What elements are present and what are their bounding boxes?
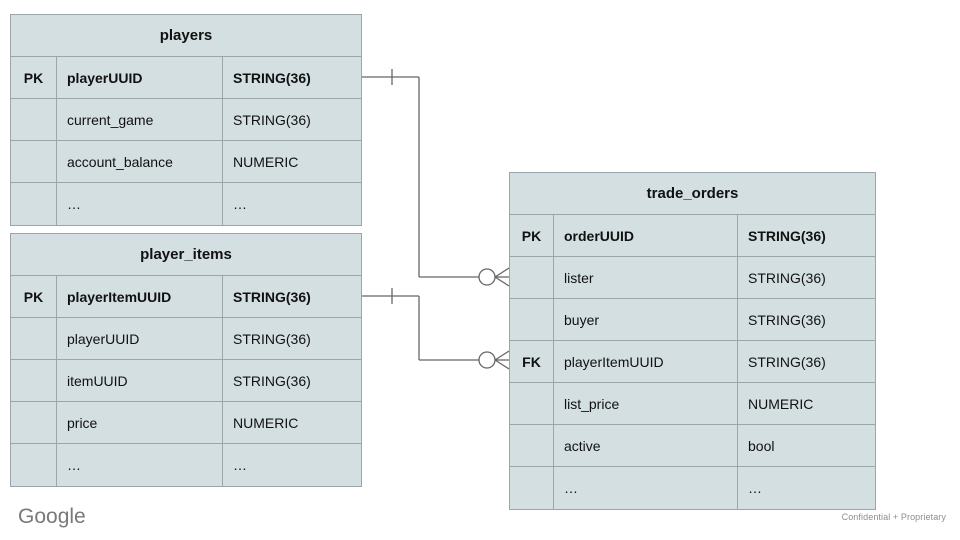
row-field-type: STRING(36) bbox=[233, 372, 311, 389]
row-field-name: … bbox=[554, 467, 738, 509]
table-row[interactable]: buyer STRING(36) bbox=[510, 299, 875, 341]
table-row[interactable]: current_game STRING(36) bbox=[11, 99, 361, 141]
table-row[interactable]: itemUUID STRING(36) bbox=[11, 360, 361, 402]
row-field-name: … bbox=[57, 183, 223, 225]
row-key-badge bbox=[510, 467, 554, 509]
table-row[interactable]: active bool bbox=[510, 425, 875, 467]
table-row[interactable]: PK playerUUID STRING(36) bbox=[11, 57, 361, 99]
table-row[interactable]: lister STRING(36) bbox=[510, 257, 875, 299]
row-field-name: playerItemUUID bbox=[57, 276, 223, 317]
row-field-name: … bbox=[57, 444, 223, 486]
table-row[interactable]: price NUMERIC bbox=[11, 402, 361, 444]
table-row[interactable]: PK orderUUID STRING(36) bbox=[510, 215, 875, 257]
row-field-type: STRING(36) bbox=[748, 311, 826, 328]
table-row[interactable]: FK playerItemUUID STRING(36) bbox=[510, 341, 875, 383]
row-field-name: playerUUID bbox=[57, 57, 223, 98]
relationship-players-to-trade-orders bbox=[362, 69, 510, 287]
row-field-name: buyer bbox=[554, 299, 738, 340]
row-field-name: list_price bbox=[554, 383, 738, 424]
row-field-type: … bbox=[748, 480, 762, 496]
entity-title: players bbox=[11, 15, 361, 57]
row-field-type: STRING(36) bbox=[748, 353, 826, 370]
row-key-badge bbox=[11, 318, 57, 359]
entity-title: player_items bbox=[11, 234, 361, 276]
row-field-name: itemUUID bbox=[57, 360, 223, 401]
row-key-badge bbox=[510, 383, 554, 424]
row-field-name: current_game bbox=[57, 99, 223, 140]
table-row[interactable]: … … bbox=[510, 467, 875, 509]
row-field-name: playerItemUUID bbox=[554, 341, 738, 382]
table-row[interactable]: … … bbox=[11, 183, 361, 225]
row-key-badge bbox=[11, 99, 57, 140]
row-field-type: NUMERIC bbox=[233, 153, 299, 170]
row-key-badge bbox=[11, 141, 57, 182]
entity-title: trade_orders bbox=[510, 173, 875, 215]
row-field-type: STRING(36) bbox=[233, 288, 311, 305]
entity-trade-orders[interactable]: trade_orders PK orderUUID STRING(36) lis… bbox=[509, 172, 876, 510]
table-row[interactable]: playerUUID STRING(36) bbox=[11, 318, 361, 360]
cardinality-many-marker bbox=[494, 359, 510, 370]
row-field-type: STRING(36) bbox=[748, 227, 826, 244]
row-field-type: STRING(36) bbox=[233, 330, 311, 347]
entity-players[interactable]: players PK playerUUID STRING(36) current… bbox=[10, 14, 362, 226]
row-key-badge: PK bbox=[11, 276, 57, 317]
row-key-badge bbox=[510, 257, 554, 298]
cardinality-many-marker bbox=[494, 267, 510, 278]
google-logo: Google bbox=[18, 505, 86, 528]
confidentiality-note: Confidential + Proprietary bbox=[841, 512, 946, 522]
row-field-name: playerUUID bbox=[57, 318, 223, 359]
table-row[interactable]: … … bbox=[11, 444, 361, 486]
row-field-name: orderUUID bbox=[554, 215, 738, 256]
row-key-badge: FK bbox=[510, 341, 554, 382]
row-field-type: STRING(36) bbox=[748, 269, 826, 286]
row-field-name: lister bbox=[554, 257, 738, 298]
row-key-badge bbox=[11, 444, 57, 486]
table-row[interactable]: account_balance NUMERIC bbox=[11, 141, 361, 183]
row-key-badge bbox=[11, 183, 57, 225]
row-field-name: active bbox=[554, 425, 738, 466]
row-field-type: NUMERIC bbox=[233, 414, 299, 431]
row-field-type: NUMERIC bbox=[748, 395, 814, 412]
row-key-badge bbox=[11, 402, 57, 443]
table-row[interactable]: PK playerItemUUID STRING(36) bbox=[11, 276, 361, 318]
row-field-type: … bbox=[233, 196, 247, 212]
entity-player-items[interactable]: player_items PK playerItemUUID STRING(36… bbox=[10, 233, 362, 487]
cardinality-zero-marker bbox=[478, 268, 496, 286]
row-field-name: price bbox=[57, 402, 223, 443]
row-field-type: STRING(36) bbox=[233, 69, 311, 86]
cardinality-many-marker bbox=[494, 276, 510, 287]
row-key-badge bbox=[510, 425, 554, 466]
table-row[interactable]: list_price NUMERIC bbox=[510, 383, 875, 425]
row-field-name: account_balance bbox=[57, 141, 223, 182]
row-key-badge bbox=[510, 299, 554, 340]
row-key-badge: PK bbox=[11, 57, 57, 98]
cardinality-zero-marker bbox=[478, 351, 496, 369]
relationship-player-items-to-trade-orders bbox=[362, 288, 510, 370]
row-key-badge: PK bbox=[510, 215, 554, 256]
cardinality-many-marker bbox=[494, 350, 510, 361]
row-key-badge bbox=[11, 360, 57, 401]
row-field-type: … bbox=[233, 457, 247, 473]
row-field-type: STRING(36) bbox=[233, 111, 311, 128]
row-field-type: bool bbox=[748, 437, 775, 454]
